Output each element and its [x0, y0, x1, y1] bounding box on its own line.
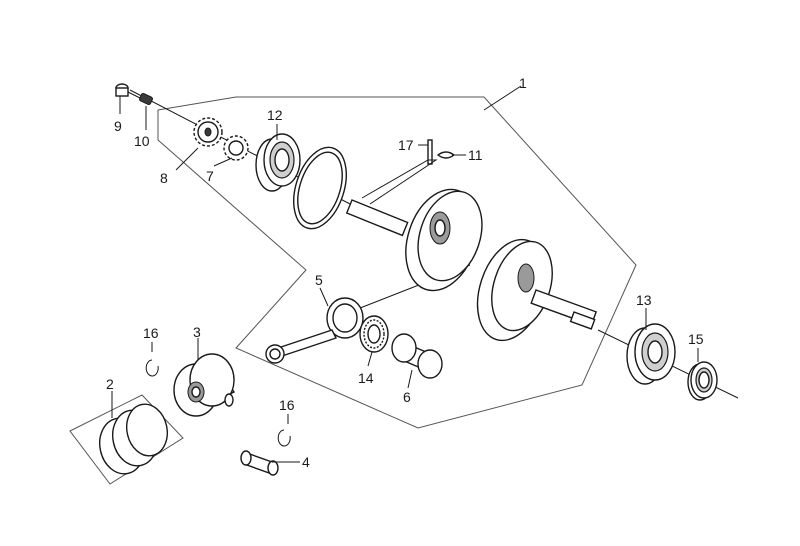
- callout-leaders: [111, 85, 699, 463]
- right-bearing-part: [626, 323, 676, 385]
- callout-2: 2: [106, 376, 114, 392]
- callout-9: 9: [114, 118, 122, 134]
- callout-13: 13: [636, 292, 652, 308]
- callout-6: 6: [403, 389, 411, 405]
- callout-12: 12: [267, 107, 283, 123]
- crankshaft-left-half-part: [345, 188, 483, 292]
- callout-17: 17: [398, 137, 414, 153]
- washer-part: [139, 92, 153, 106]
- circlip-part-lower: [277, 429, 291, 447]
- crankshaft-right-half-part: [476, 238, 598, 342]
- callout-16-lower: 16: [279, 397, 295, 413]
- circlip-part-upper: [145, 359, 159, 377]
- piston-ring-set-outline: [69, 394, 184, 485]
- callout-15: 15: [688, 331, 704, 347]
- crankshaft-assembly-outline: [157, 96, 637, 429]
- key-leader-line: [361, 159, 438, 205]
- piston-part: [173, 353, 236, 417]
- oil-seal-part: [687, 361, 718, 401]
- crank-pin-part: [391, 333, 443, 379]
- callout-14: 14: [358, 370, 374, 386]
- sprocket-part: [223, 135, 249, 161]
- piston-rings-part: [99, 403, 168, 475]
- callout-8: 8: [160, 170, 168, 186]
- callout-11: 11: [468, 147, 483, 163]
- drive-gear-part: [193, 117, 223, 147]
- callout-5: 5: [315, 272, 323, 288]
- piston-pin-part: [240, 450, 279, 476]
- callout-3: 3: [193, 324, 201, 340]
- needle-bearing-part: [359, 315, 389, 353]
- bolt-part: [115, 83, 141, 99]
- callout-16-upper: 16: [143, 325, 159, 341]
- left-bearing-part: [255, 133, 301, 192]
- callout-7: 7: [206, 168, 214, 184]
- woodruff-key-part: [436, 151, 456, 159]
- callout-10: 10: [134, 133, 150, 149]
- callout-1: 1: [519, 75, 527, 91]
- gasket-ring-part: [293, 146, 347, 230]
- callout-4: 4: [302, 454, 310, 470]
- connecting-rod-part: [265, 297, 364, 364]
